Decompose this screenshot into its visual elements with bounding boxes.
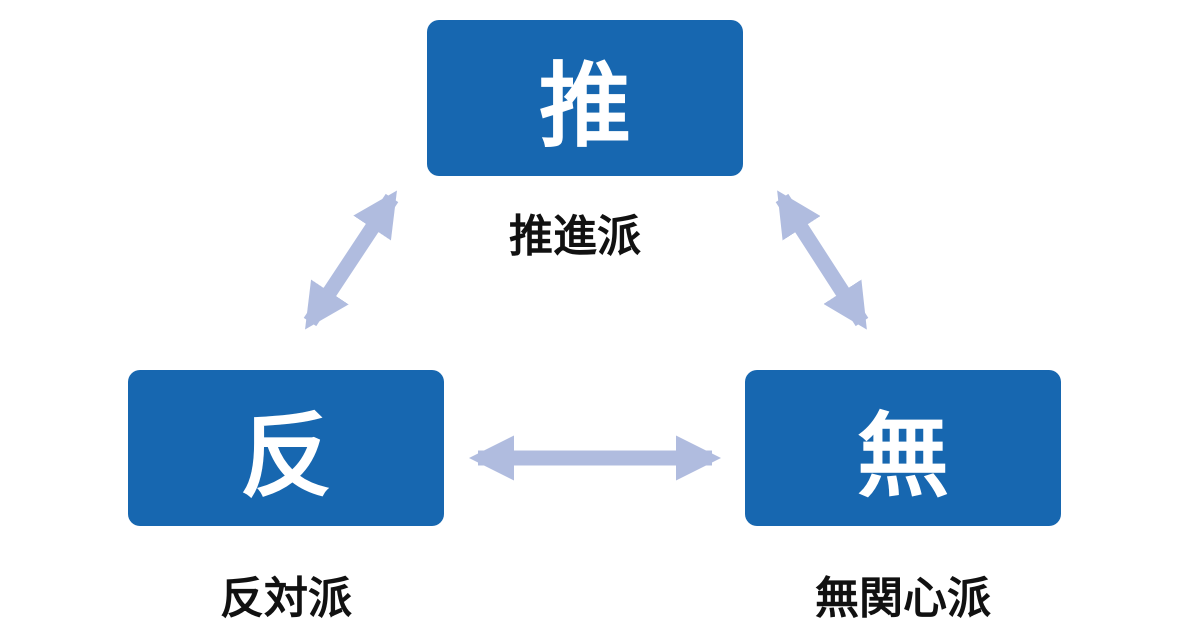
indifferent-box: 無: [745, 370, 1061, 526]
indifferent-symbol: 無: [856, 402, 949, 510]
arrow-promote-indifferent: [775, 190, 869, 330]
arrow-promote-oppose: [303, 190, 399, 330]
promote-box: 推: [427, 20, 743, 176]
promote-symbol: 推: [538, 52, 631, 160]
oppose-box: 反: [128, 370, 444, 526]
indifferent-label: 無関心派: [815, 573, 991, 624]
oppose-label: 反対派: [220, 573, 352, 624]
promote-label: 推進派: [509, 211, 641, 262]
oppose-symbol: 反: [239, 402, 332, 510]
